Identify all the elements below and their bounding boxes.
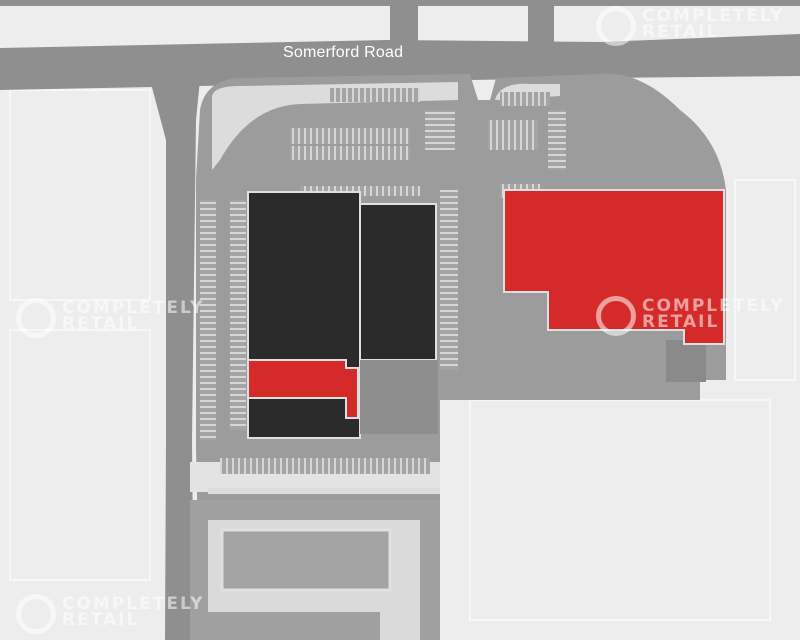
highlighted-unit-west — [247, 359, 359, 419]
south-plot-road — [190, 500, 440, 640]
watermark-logo: COMPLETELY RETAIL — [596, 6, 784, 46]
highlighted-unit-east — [503, 189, 725, 345]
unit-west-building — [247, 191, 361, 439]
road-stub-north-1 — [390, 0, 418, 44]
watermark-ring-icon — [596, 296, 636, 336]
watermark-logo: COMPLETELY RETAIL — [16, 594, 204, 634]
unit-east-annex — [666, 340, 706, 382]
road-label-somerford: Somerford Road — [283, 44, 404, 61]
watermark-ring-icon — [16, 298, 56, 338]
watermark-logo: COMPLETELY RETAIL — [596, 296, 784, 336]
road-stub-north-2 — [528, 0, 554, 44]
parking-bays — [200, 88, 566, 474]
watermark-logo: COMPLETELY RETAIL — [16, 298, 204, 338]
buildings — [247, 189, 725, 439]
south-plot — [190, 500, 440, 640]
unit-middle-building — [359, 203, 437, 361]
watermark-ring-icon — [596, 6, 636, 46]
background-plots — [9, 89, 796, 621]
yard-area — [360, 360, 438, 434]
watermark-ring-icon — [16, 594, 56, 634]
south-building — [220, 528, 392, 592]
west-access-road — [150, 80, 200, 640]
